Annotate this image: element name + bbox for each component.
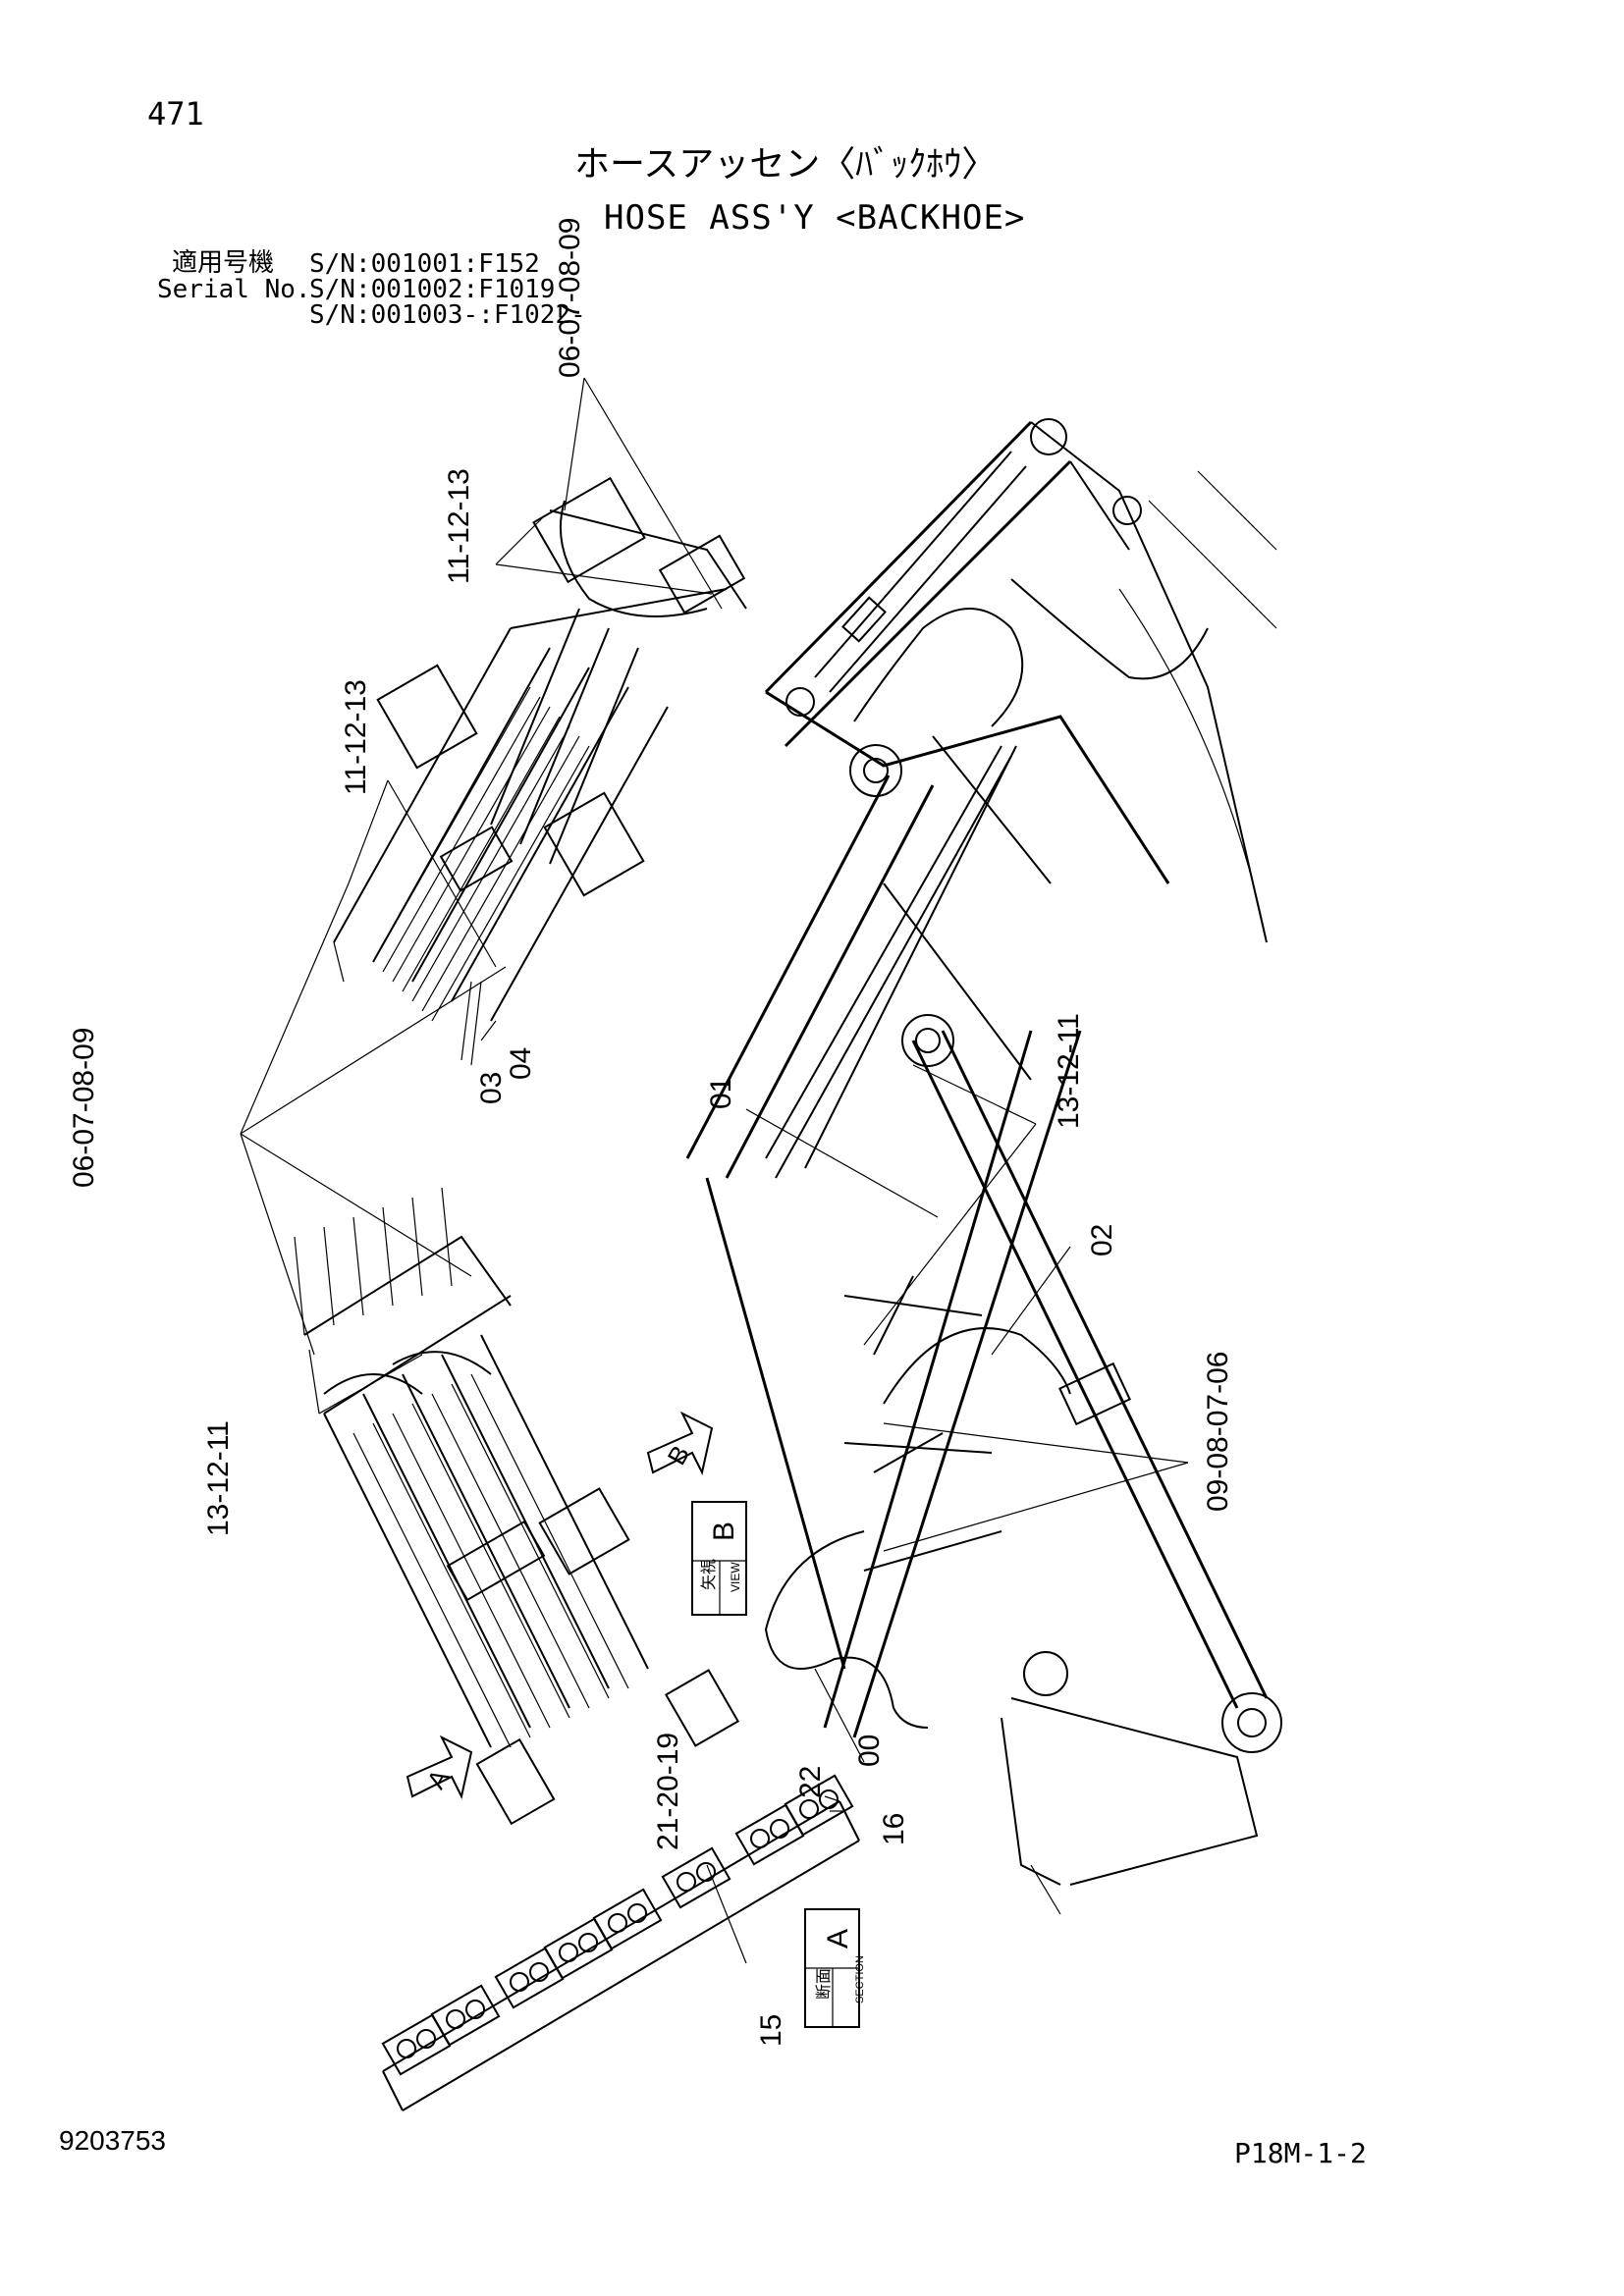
view-b-en: VIEW [729, 1562, 742, 1592]
callout-part-22: 22 [794, 1766, 827, 1798]
callout-part-04: 04 [505, 1047, 537, 1080]
title-japanese: ホースアッセン〈ﾊﾞｯｸﾎｳ〉 [574, 144, 998, 185]
callout-right-1311: 13-12-11 [1053, 1013, 1085, 1129]
callout-upper-1113-a: 11-12-13 [443, 468, 475, 584]
title-english: HOSE ASS'Y <BACKHOE> [604, 198, 1026, 238]
backhoe-boom-arm [685, 418, 1282, 1915]
callout-upper-1113-b: 11-12-13 [340, 679, 372, 795]
view-b-jp: 矢視 [700, 1559, 718, 1590]
page-code: P18M-1-2 [1234, 2137, 1367, 2169]
callout-part-01: 01 [705, 1077, 737, 1109]
callout-top-stack: 06-07-08-09 [554, 218, 586, 378]
serial-number-2: S/N:001002:F1019 [309, 275, 556, 304]
callout-part-03: 03 [475, 1072, 508, 1104]
lower-hose-routing-detail [294, 1187, 740, 1826]
callout-part-02: 02 [1086, 1224, 1118, 1256]
callout-left-stack: 06-07-08-09 [68, 1028, 100, 1188]
callout-right-stack: 09-08-07-06 [1202, 1352, 1234, 1512]
applicability-label-jp: 適用号機 [172, 248, 275, 278]
serial-number-1: S/N:001001:F152 [309, 249, 540, 279]
page-number: 471 [147, 95, 204, 133]
clamp-section-strip [381, 1774, 860, 2111]
callout-part-15: 15 [755, 2014, 787, 2047]
view-b-letter: B [708, 1522, 740, 1541]
upper-hose-routing-detail [333, 476, 747, 1066]
view-arrow-a: A [406, 1735, 473, 1799]
section-a-en: SECTION [854, 1955, 866, 2003]
section-a-letter: A [822, 1929, 854, 1949]
serial-number-3: S/N:001003-:F1022- [309, 300, 586, 330]
callout-part-00: 00 [853, 1735, 886, 1767]
section-a-box: A 断面 SECTION [804, 1908, 866, 2028]
callout-clamp-stack: 21-20-19 [652, 1733, 684, 1850]
view-arrow-b: B [646, 1411, 714, 1475]
view-b-box: B 矢視 VIEW [691, 1501, 747, 1616]
document-number: 9203753 [59, 2125, 167, 2156]
callouts: 06-07-08-09 11-12-13 11-12-13 03 04 06-0… [68, 218, 1234, 2047]
leader-lines [240, 377, 1189, 1964]
callout-lower-1311: 13-12-11 [202, 1420, 235, 1536]
section-a-jp: 断面 [815, 1968, 833, 2000]
callout-part-16: 16 [878, 1813, 910, 1845]
applicability-label-en: Serial No. [157, 275, 311, 304]
